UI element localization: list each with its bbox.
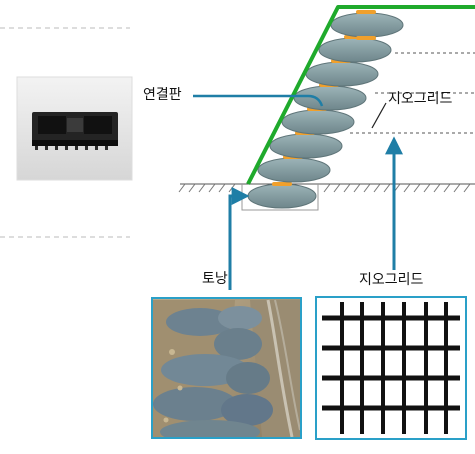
soilbag [269, 131, 343, 159]
soilbag [257, 155, 331, 183]
connector-plate-photo [16, 76, 133, 181]
soilbag-label: 토낭 [202, 271, 228, 287]
soilbag [318, 35, 392, 63]
soilbag [281, 107, 355, 135]
soilbag-stack [247, 10, 404, 209]
soilbag-wall-photo [151, 297, 302, 439]
connector-plate-label: 연결판 [143, 87, 182, 103]
geogrid-label-bottom: 지오그리드 [359, 272, 424, 288]
geogrid-label-top: 지오그리드 [388, 91, 453, 107]
connector-callout [193, 94, 324, 107]
soilbag-arrow [228, 187, 250, 290]
soilbag [305, 59, 379, 87]
geogrid-mesh-photo [315, 296, 467, 440]
soilbag [247, 182, 317, 209]
soilbag [330, 10, 404, 40]
slope-facing-line [246, 5, 475, 185]
ground-line [178, 183, 475, 211]
geogrid-top-callout [371, 102, 387, 129]
geogrid-layers [350, 52, 475, 134]
